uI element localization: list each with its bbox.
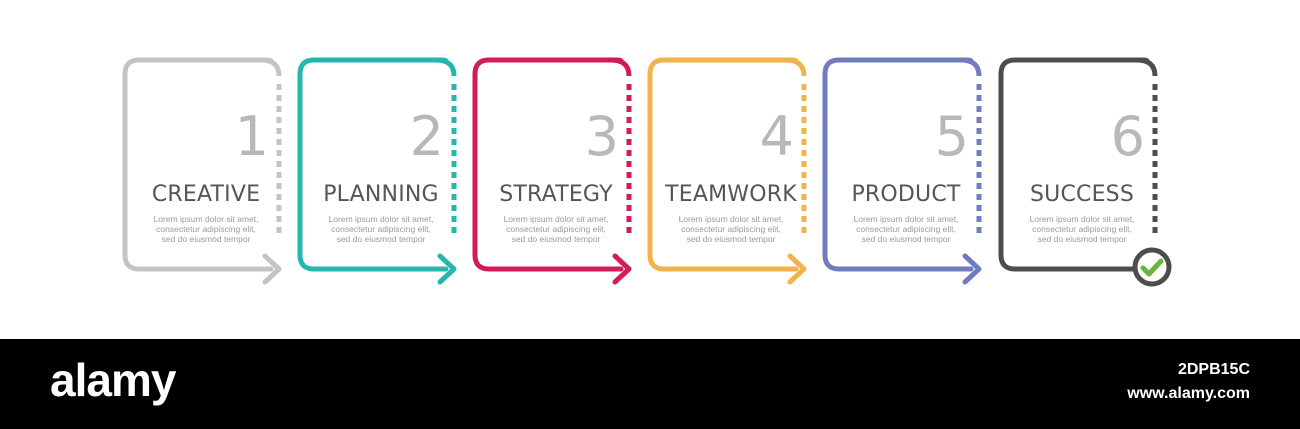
step-number: 1 [234,105,269,168]
step-description-line: Lorem ipsum dolor sit amet, [853,214,959,224]
step-description-line: sed do eiusmod tempor [1037,234,1127,244]
step-description-line: consectetur adipiscing elit, [1032,224,1132,234]
arrow-right-icon [262,253,282,285]
step-number: 3 [584,105,619,168]
step-description-line: Lorem ipsum dolor sit amet, [503,214,609,224]
step-corner [435,57,457,77]
arrow-right-icon [612,253,632,285]
step-description-line: sed do eiusmod tempor [686,234,776,244]
step-corner [1136,57,1158,77]
check-circle-icon [1132,247,1172,287]
step-description-line: consectetur adipiscing elit, [681,224,781,234]
step-description-line: sed do eiusmod tempor [511,234,601,244]
step-frame [647,57,807,285]
step-description-line: Lorem ipsum dolor sit amet, [1029,214,1135,224]
step-description: Lorem ipsum dolor sit amet,consectetur a… [489,214,623,244]
step-corner [960,57,982,77]
step-frame [297,57,457,285]
step-description-line: sed do eiusmod tempor [336,234,426,244]
step-description-line: Lorem ipsum dolor sit amet, [328,214,434,224]
brand-logo: alamy [50,354,176,406]
step-corner [785,57,807,77]
image-id-label: 2DPB15C [1177,361,1250,378]
step-description: Lorem ipsum dolor sit amet,consectetur a… [1015,214,1149,244]
step-title: PRODUCT [851,182,961,207]
step-description-line: consectetur adipiscing elit, [156,224,256,234]
step-description-line: sed do eiusmod tempor [861,234,951,244]
step-title: TEAMWORK [665,182,797,207]
step-number: 6 [1110,105,1145,168]
step-corner [610,57,632,77]
step-frame [998,57,1158,272]
step-description-line: consectetur adipiscing elit, [506,224,606,234]
arrow-right-icon [787,253,807,285]
step-description-line: consectetur adipiscing elit, [856,224,956,234]
step-description-line: sed do eiusmod tempor [161,234,251,244]
step-number: 5 [934,105,969,168]
step-title: SUCCESS [1029,182,1135,207]
step-description-line: Lorem ipsum dolor sit amet, [153,214,259,224]
arrow-right-icon [962,253,982,285]
step-description: Lorem ipsum dolor sit amet,consectetur a… [139,214,273,244]
step-number: 2 [409,105,444,168]
step-title: CREATIVE [151,182,261,207]
step-description-line: Lorem ipsum dolor sit amet, [678,214,784,224]
step-frame [472,57,632,285]
step-title: STRATEGY [499,182,613,207]
arrow-right-icon [437,253,457,285]
site-url: www.alamy.com [1127,385,1250,402]
step-description-line: consectetur adipiscing elit, [331,224,431,234]
step-frame [122,57,282,285]
step-number: 4 [759,105,794,168]
step-description: Lorem ipsum dolor sit amet,consectetur a… [664,214,798,244]
watermark-bar: alamy 2DPB15C www.alamy.com [0,339,1300,429]
step-description: Lorem ipsum dolor sit amet,consectetur a… [839,214,973,244]
step-frame [822,57,982,285]
step-corner [260,57,282,77]
step-title: PLANNING [323,182,439,207]
step-description: Lorem ipsum dolor sit amet,consectetur a… [314,214,448,244]
